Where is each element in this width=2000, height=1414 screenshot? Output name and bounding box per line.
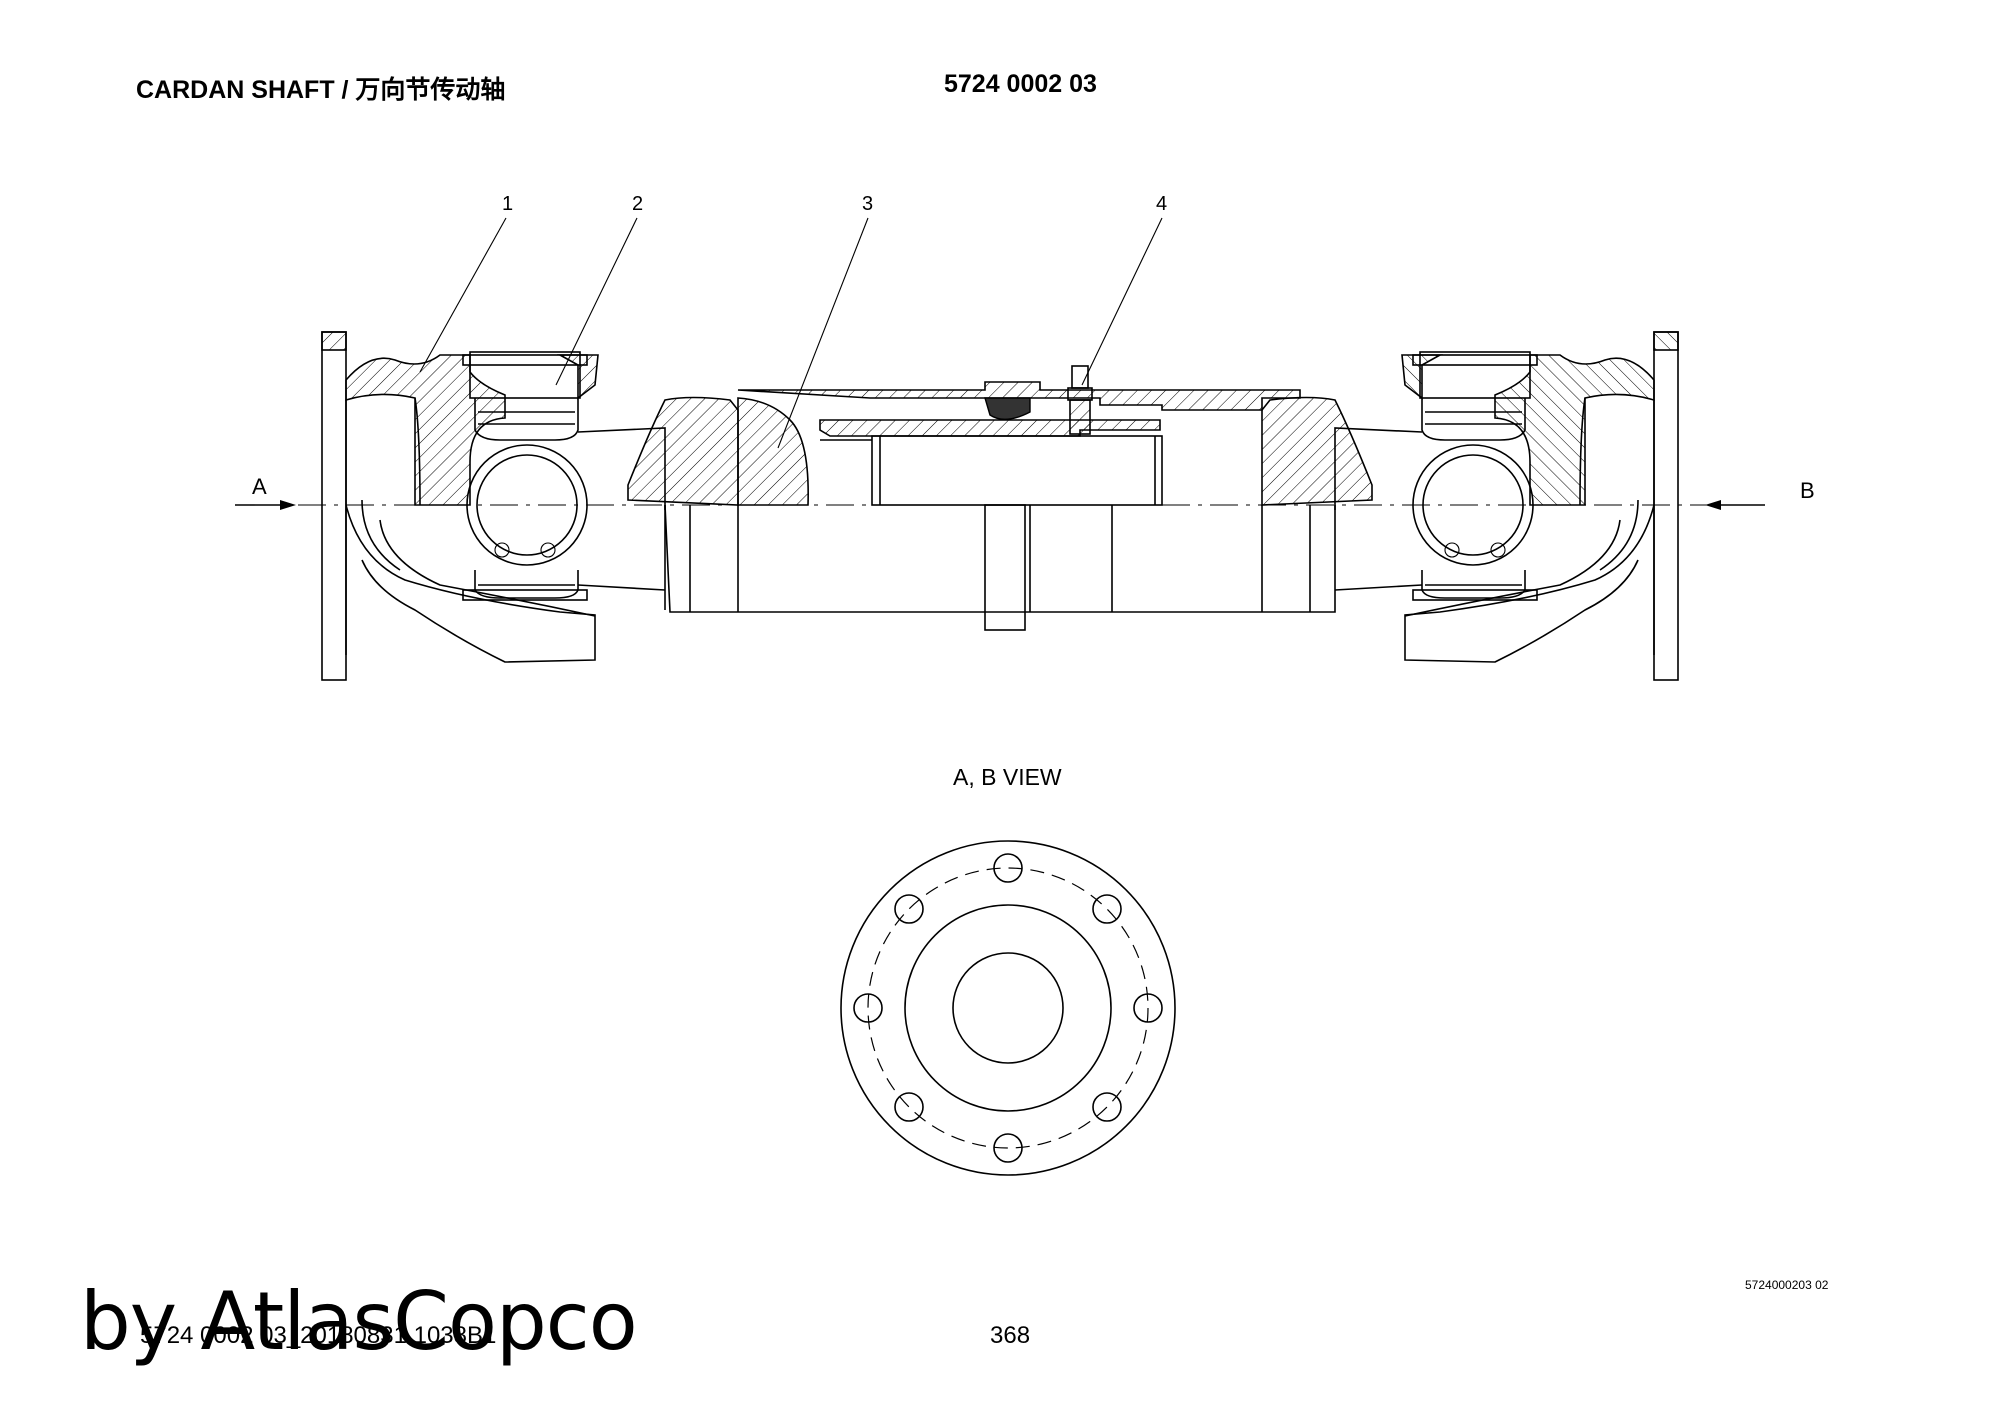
arrow-b <box>1705 500 1765 510</box>
arrow-a-label: A <box>252 474 267 499</box>
part-number: 5724 0002 03 <box>944 70 1097 98</box>
central-tube <box>627 365 1373 631</box>
callout-4: 4 <box>1156 193 1167 215</box>
left-flange-yoke <box>321 331 599 681</box>
arrow-b-label: B <box>1800 478 1815 503</box>
page-title: CARDAN SHAFT / 万向节传动轴 <box>136 76 506 104</box>
drawing-reference: 5724000203 02 <box>1745 1278 1829 1292</box>
callout-2: 2 <box>632 193 643 215</box>
flange-end-view <box>840 840 1176 1176</box>
footer-document-id: 5724 0002 03_20180831 1038B1 <box>140 1322 497 1349</box>
callout-1: 1 <box>502 193 513 215</box>
page-number: 368 <box>990 1322 1031 1349</box>
callout-3: 3 <box>862 193 873 215</box>
arrow-a <box>235 500 296 510</box>
right-flange-yoke <box>1401 331 1679 681</box>
view-label: A, B VIEW <box>953 764 1062 790</box>
watermark: by AtlasCopco <box>80 1275 638 1368</box>
callout-leaders <box>419 217 1163 449</box>
